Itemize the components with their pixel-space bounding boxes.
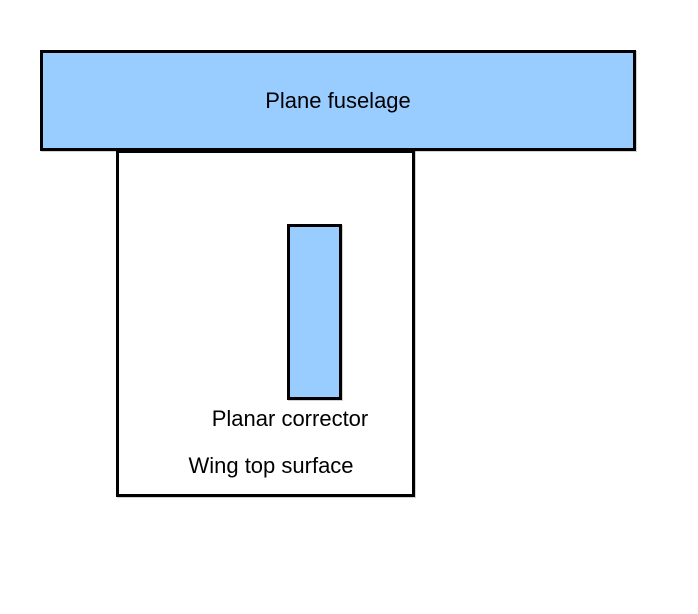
wing-top-surface-shape [116, 150, 415, 497]
wing-top-surface-label: Wing top surface [188, 453, 354, 478]
planar-corrector-label: Planar corrector [211, 406, 369, 431]
planar-corrector-shape [287, 224, 342, 400]
plane-fuselage-shape: Plane fuselage [40, 50, 636, 151]
plane-fuselage-label: Plane fuselage [265, 87, 411, 113]
